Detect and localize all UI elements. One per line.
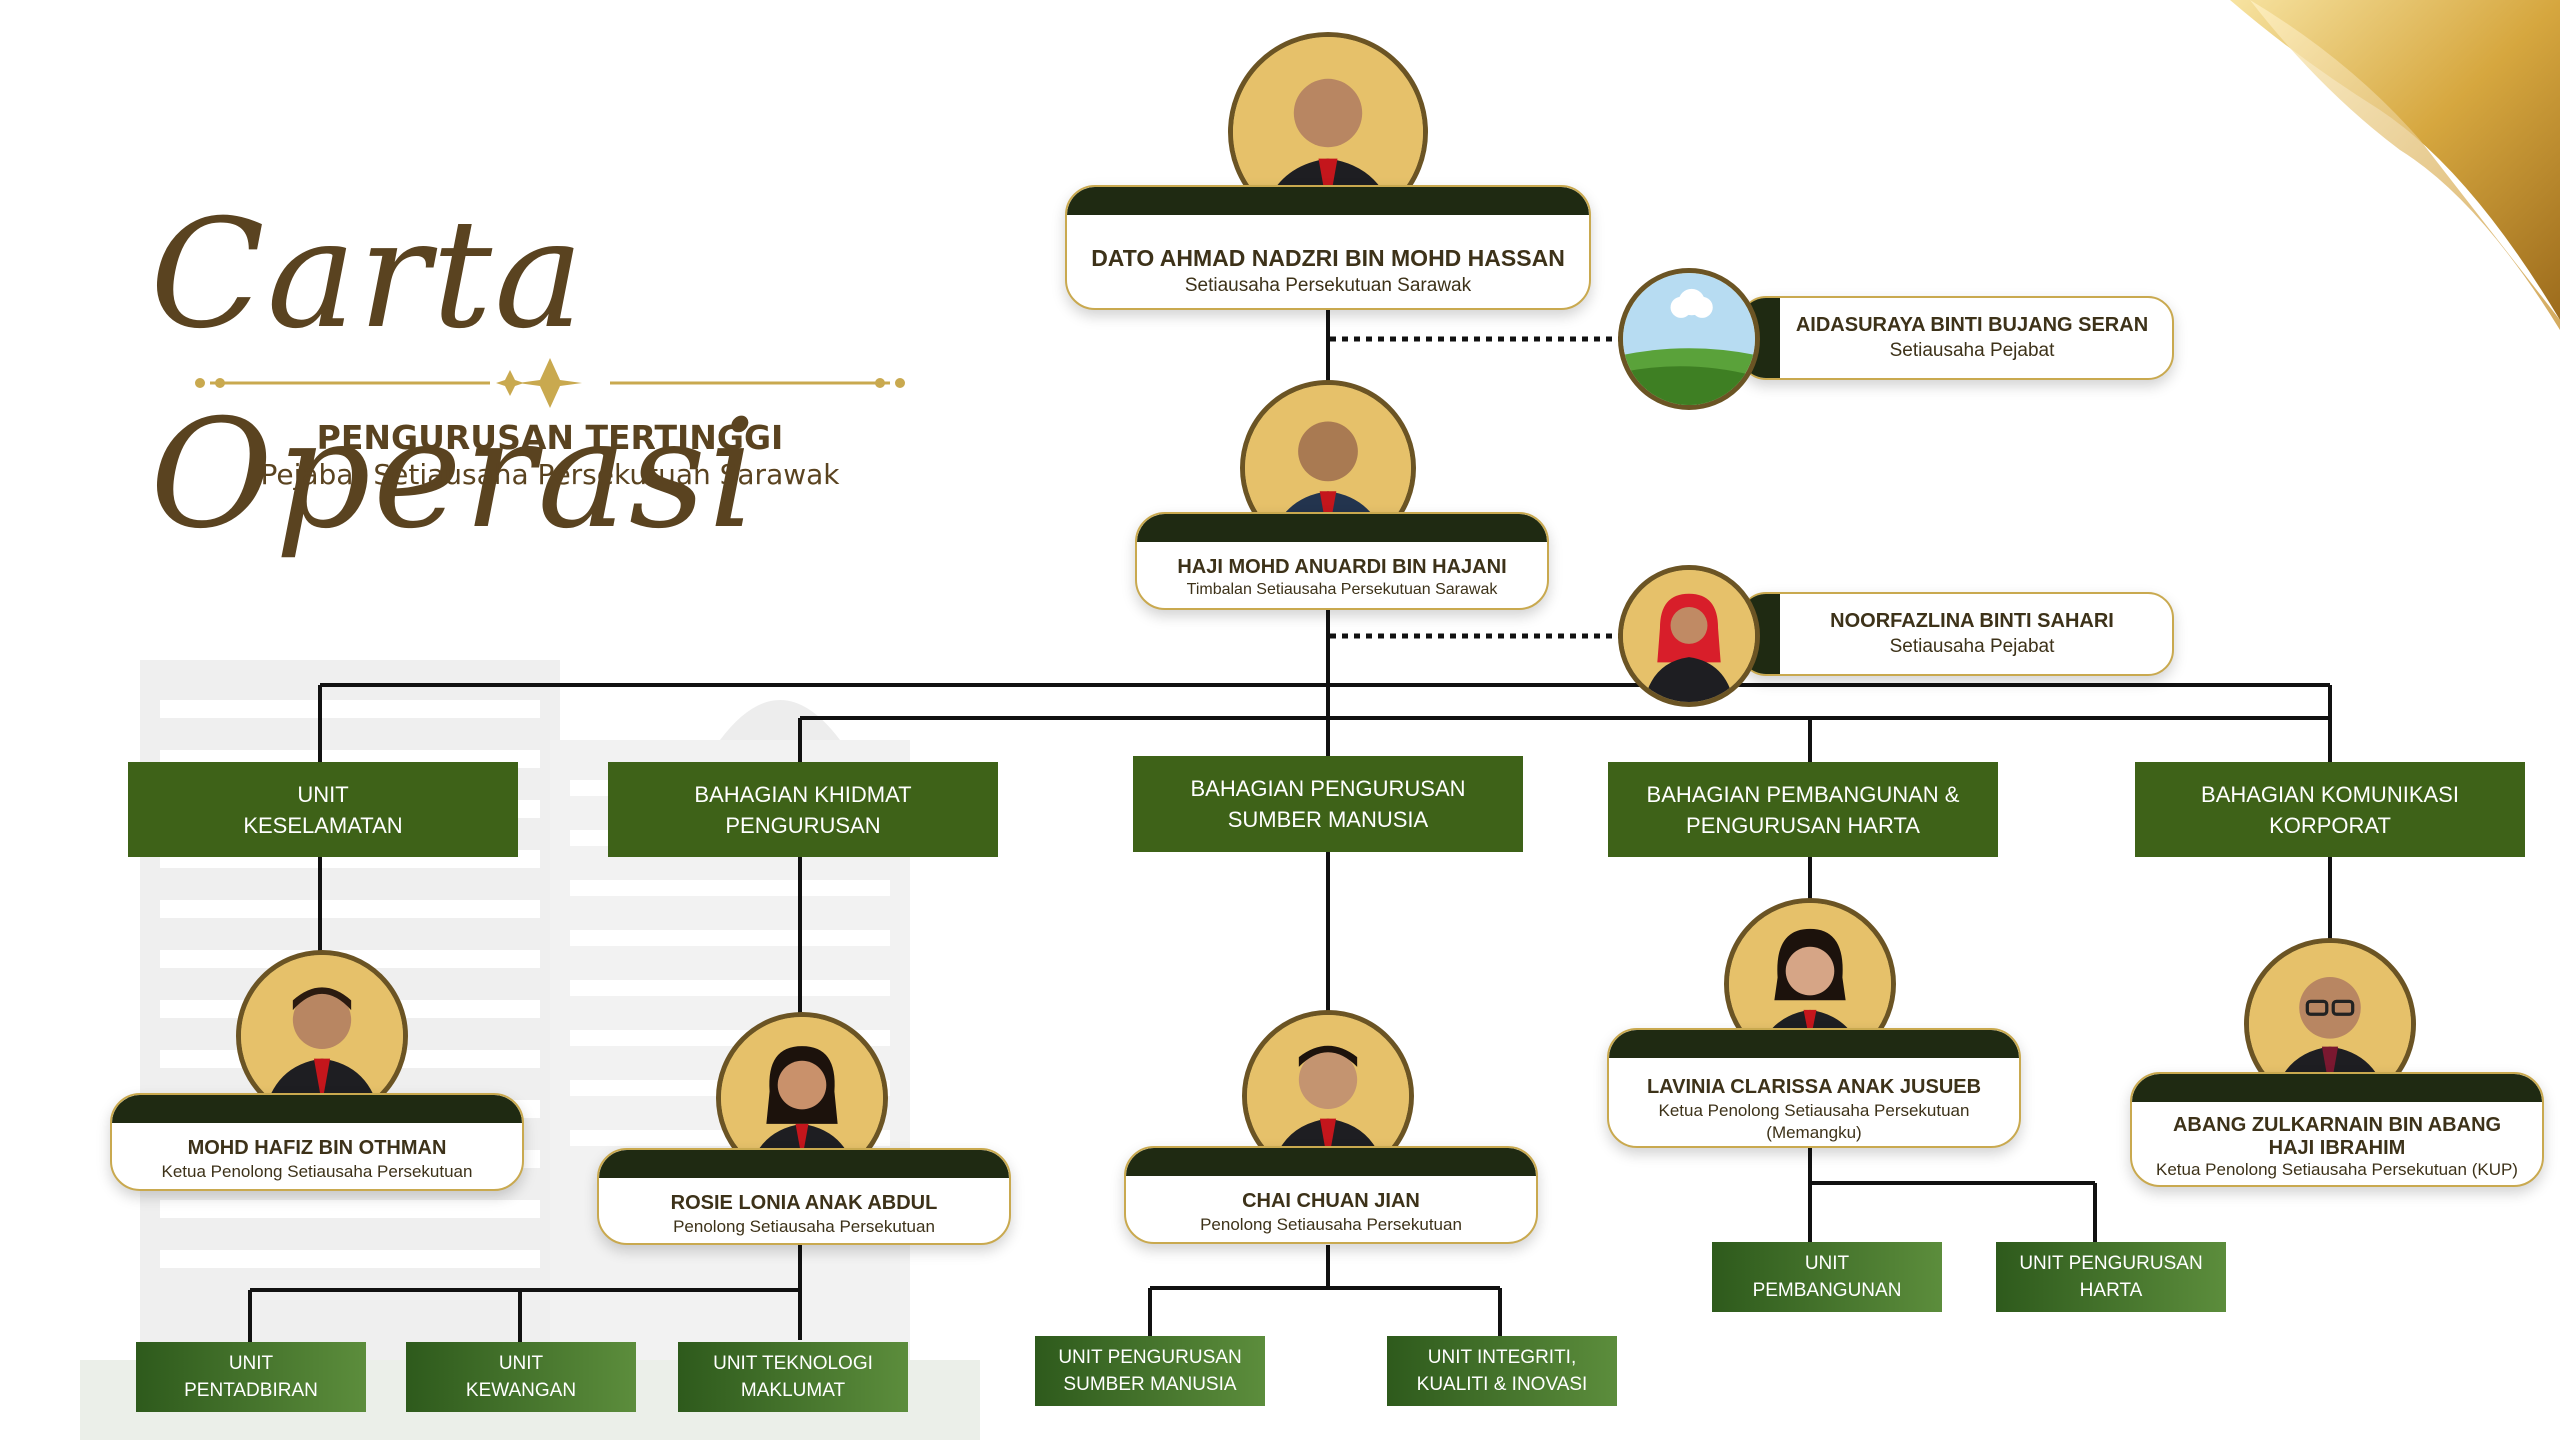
organization-name: Pejabat Setiausaha Persekutuan Sarawak — [260, 458, 840, 491]
person-name: ABANG ZULKARNAIN BIN ABANG HAJI IBRAHIM — [2172, 1114, 2502, 1159]
person-role: Timbalan Setiausaha Persekutuan Sarawak — [1186, 581, 1498, 598]
person-name: NOORFAZLINA BINTI SAHARI — [1830, 610, 2114, 632]
avatar-secretary-2 — [1618, 565, 1760, 707]
unit-pengurusan-harta: UNIT PENGURUSAN HARTA — [1996, 1242, 2226, 1312]
unit-integriti-kualiti-inovasi: UNIT INTEGRITI, KUALITI & INOVASI — [1387, 1336, 1617, 1406]
person-name: AIDASURAYA BINTI BUJANG SERAN — [1795, 314, 2149, 336]
person-role-note: (Memangku) — [1766, 1123, 1862, 1142]
person-name: HAJI MOHD ANUARDI BIN HAJANI — [1177, 556, 1507, 578]
person-name: MOHD HAFIZ BIN OTHMAN — [187, 1137, 447, 1159]
card-khidmat-head: ROSIE LONIA ANAK ABDUL Penolong Setiausa… — [597, 1148, 1011, 1245]
card-top-leader: DATO AHMAD NADZRI BIN MOHD HASSAN Setiau… — [1065, 185, 1591, 310]
chart-subtitle: PENGURUSAN TERTINGGI — [316, 418, 784, 457]
unit-pengurusan-sumber-manusia: UNIT PENGURUSAN SUMBER MANUSIA — [1035, 1336, 1265, 1406]
card-komunikasi-head: ABANG ZULKARNAIN BIN ABANG HAJI IBRAHIM … — [2130, 1072, 2544, 1187]
unit-pentadbiran: UNIT PENTADBIRAN — [136, 1342, 366, 1412]
placeholder-landscape-icon — [1618, 268, 1760, 410]
dept-bahagian-komunikasi-korporat: BAHAGIAN KOMUNIKASI KORPORAT — [2135, 762, 2525, 857]
person-name: LAVINIA CLARISSA ANAK JUSUEB — [1646, 1076, 1982, 1098]
dept-bahagian-khidmat-pengurusan: BAHAGIAN KHIDMAT PENGURUSAN — [608, 762, 998, 857]
person-role: Ketua Penolong Setiausaha Persekutuan — [161, 1162, 473, 1181]
person-role: Ketua Penolong Setiausaha Persekutuan (K… — [2156, 1160, 2518, 1179]
unit-teknologi-maklumat: UNIT TEKNOLOGI MAKLUMAT — [678, 1342, 908, 1412]
person-name: ROSIE LONIA ANAK ABDUL — [670, 1192, 938, 1214]
card-deputy: HAJI MOHD ANUARDI BIN HAJANI Timbalan Se… — [1135, 512, 1549, 610]
person-role: Ketua Penolong Setiausaha Persekutuan — [1658, 1101, 1970, 1120]
person-name: CHAI CHUAN JIAN — [1242, 1190, 1420, 1212]
dept-bahagian-pembangunan-harta: BAHAGIAN PEMBANGUNAN & PENGURUSAN HARTA — [1608, 762, 1998, 857]
dept-unit-keselamatan: UNIT KESELAMATAN — [128, 762, 518, 857]
person-role: Penolong Setiausaha Persekutuan — [673, 1217, 935, 1236]
card-keselamatan-head: MOHD HAFIZ BIN OTHMAN Ketua Penolong Set… — [110, 1093, 524, 1191]
gold-page-curl-decoration — [2230, 0, 2560, 330]
chart-title: Carta Operasi — [150, 188, 758, 562]
unit-pembangunan: UNIT PEMBANGUNAN — [1712, 1242, 1942, 1312]
card-secretary-1: AIDASURAYA BINTI BUJANG SERAN Setiausaha… — [1740, 296, 2174, 380]
person-role: Penolong Setiausaha Persekutuan — [1200, 1215, 1462, 1234]
person-name: DATO AHMAD NADZRI BIN MOHD HASSAN — [1091, 245, 1565, 271]
card-pembangunan-head: LAVINIA CLARISSA ANAK JUSUEB Ketua Penol… — [1607, 1028, 2021, 1148]
person-role: Setiausaha Pejabat — [1889, 636, 2055, 657]
person-role: Setiausaha Pejabat — [1889, 340, 2055, 361]
unit-kewangan: UNIT KEWANGAN — [406, 1342, 636, 1412]
card-secretary-2: NOORFAZLINA BINTI SAHARI Setiausaha Peja… — [1740, 592, 2174, 676]
card-sumber-head: CHAI CHUAN JIAN Penolong Setiausaha Pers… — [1124, 1146, 1538, 1244]
person-role: Setiausaha Persekutuan Sarawak — [1184, 275, 1472, 296]
title-divider-ornament — [195, 358, 905, 408]
dept-bahagian-sumber-manusia: BAHAGIAN PENGURUSAN SUMBER MANUSIA — [1133, 756, 1523, 852]
